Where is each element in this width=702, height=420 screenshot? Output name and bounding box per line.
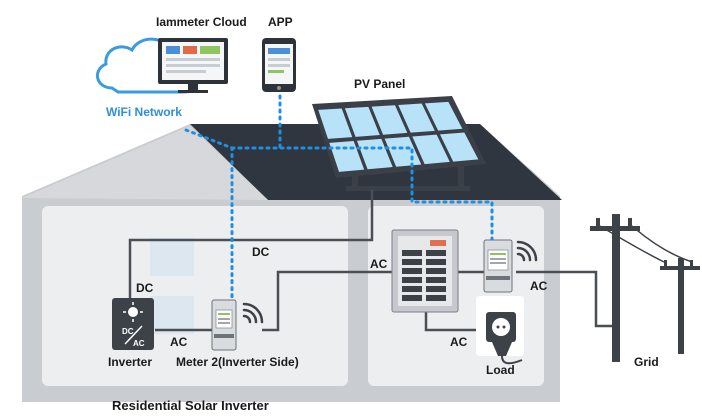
inverter-face-ac: AC <box>133 339 145 348</box>
pv-cell <box>371 105 408 135</box>
pv-cell <box>439 132 479 162</box>
ac-wire-grid <box>516 270 614 328</box>
inverter-face-dc: DC <box>122 327 134 336</box>
wires <box>128 190 614 332</box>
label-cloud: Iammeter Cloud <box>156 15 247 29</box>
wifi-links <box>184 94 494 300</box>
wifi-signal-icon <box>516 240 538 262</box>
breaker-panel-icon <box>391 229 459 313</box>
pv-cell <box>424 101 463 131</box>
label-ac-load: AC <box>450 335 468 349</box>
breaker-switch <box>426 286 446 292</box>
meter1-device <box>483 239 513 293</box>
monitor-icon <box>158 38 228 93</box>
breaker-switch <box>426 259 446 265</box>
breaker-switch <box>426 277 446 283</box>
pv-panel <box>312 96 486 191</box>
ac-wire-load <box>424 312 488 332</box>
ac-wire-meter-panel <box>262 270 393 332</box>
window <box>150 238 194 276</box>
dc-wire <box>128 190 374 300</box>
label-meter2: Meter 2(Inverter Side) <box>176 355 299 369</box>
phone-icon <box>262 38 296 92</box>
breaker-switch <box>402 277 422 283</box>
pv-cell <box>412 134 450 165</box>
gable <box>22 126 268 200</box>
pv-mount <box>352 176 358 190</box>
label-inverter: Inverter <box>108 355 152 369</box>
label-ac-panel: AC <box>370 257 388 271</box>
breaker-switch <box>402 286 422 292</box>
meter2-device <box>211 299 237 351</box>
label-grid: Grid <box>634 355 659 369</box>
pv-mount-base <box>346 186 470 191</box>
socket-icon <box>476 296 524 356</box>
caption: Residential Solar Inverter <box>112 398 269 413</box>
breaker-switch <box>402 295 422 301</box>
pv-mount <box>458 166 464 190</box>
plug-icon <box>492 342 523 365</box>
label-pv-panel: PV Panel <box>354 77 405 91</box>
breaker-switch <box>402 259 422 265</box>
wifi-link-main <box>230 146 494 242</box>
pv-cell <box>356 138 393 170</box>
power-pole-icon <box>590 214 700 362</box>
label-app: APP <box>268 15 293 29</box>
pv-cell <box>398 103 435 133</box>
breaker-switch <box>426 268 446 274</box>
pv-cell <box>318 108 353 139</box>
label-dc-left: DC <box>136 281 154 295</box>
wifi-signal-icon <box>242 302 264 324</box>
label-dc-top: DC <box>252 245 270 259</box>
pv-cell <box>344 106 380 137</box>
breaker-switch <box>402 268 422 274</box>
label-ac-grid: AC <box>530 279 548 293</box>
window <box>150 296 194 334</box>
breaker-switch <box>402 250 422 256</box>
label-load: Load <box>486 363 515 377</box>
label-wifi: WiFi Network <box>106 105 182 119</box>
inverter-icon: DC AC <box>112 298 154 350</box>
label-ac-inverter: AC <box>170 335 188 349</box>
breaker-switch <box>426 250 446 256</box>
breaker-switch <box>426 295 446 301</box>
